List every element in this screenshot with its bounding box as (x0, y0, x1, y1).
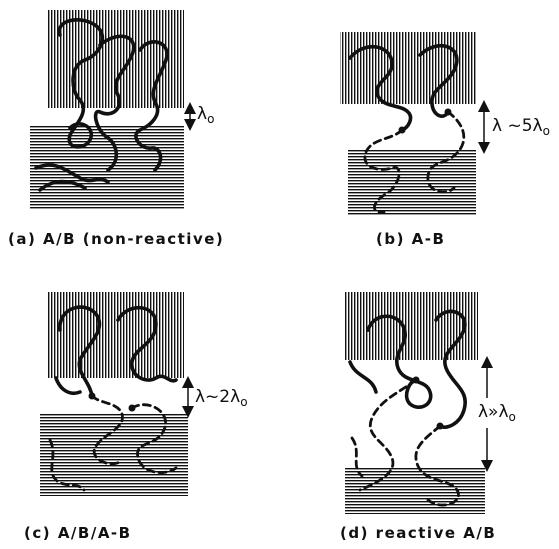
junction-point-c1 (88, 392, 96, 400)
junction-point-c2 (128, 404, 136, 412)
chains-b (348, 44, 466, 214)
lower-phase-block-d (345, 468, 485, 514)
junction-point-d2 (436, 422, 444, 430)
spacing-label-a: λo (197, 104, 215, 126)
spacing-label-d: λ»λo (478, 402, 516, 424)
panel-a (30, 10, 196, 209)
upper-phase-block-c (48, 292, 184, 378)
panel-d (345, 292, 493, 514)
junction-point-d1 (412, 376, 420, 384)
caption-b: (b) A-B (376, 230, 446, 248)
panel-b (340, 32, 490, 216)
caption-d: (d) reactive A/B (340, 524, 497, 542)
spacing-label-b: λ ~5λo (492, 116, 550, 138)
junction-point-b1 (398, 126, 406, 134)
upper-phase-block-d (345, 292, 478, 360)
panel-c (40, 292, 194, 496)
lower-phase-block-b (348, 150, 476, 216)
caption-a: (a) A/B (non-reactive) (8, 230, 225, 248)
chains-a (34, 18, 169, 192)
lower-phase-block-c (40, 414, 188, 496)
spacing-label-c: λ~2λo (195, 387, 248, 409)
caption-c: (c) A/B/A-B (24, 524, 132, 542)
chains-c (48, 305, 178, 492)
junction-point-b2 (444, 108, 452, 116)
